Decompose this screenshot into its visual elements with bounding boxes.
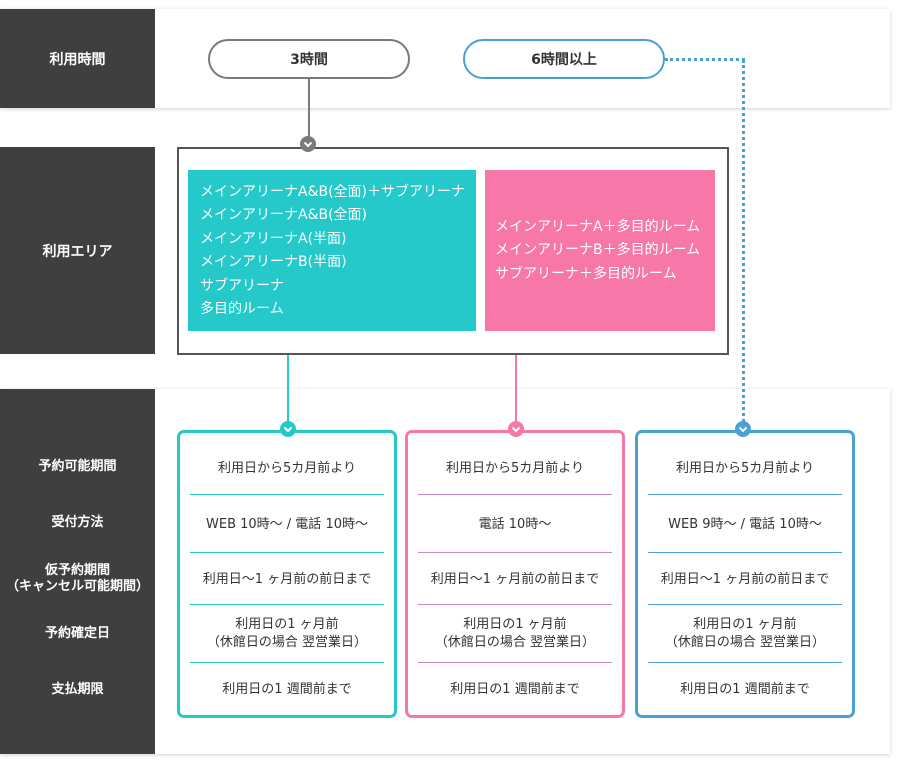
- column-pink: 利用日から5カ月前より 電話 10時～ 利用日～1 ヶ月前の前日まで 利用日の1…: [405, 430, 625, 718]
- area-item: メインアリーナA(半面): [200, 230, 347, 247]
- cell-payment-deadline: 利用日の1 週間前まで: [680, 682, 810, 697]
- area-item: メインアリーナB(半面): [200, 254, 347, 271]
- connector-six-hours-vertical: [742, 60, 745, 422]
- connector-pink: [515, 331, 517, 421]
- cell-reservation-period: 利用日から5カ月前より: [675, 461, 814, 476]
- cell-confirmation-date: 利用日の1 ヶ月前 （休館日の場合 翌営業日）: [664, 617, 826, 650]
- column-blue: 利用日から5カ月前より WEB 9時～ / 電話 10時～ 利用日～1 ヶ月前の…: [635, 430, 855, 718]
- cell-reservation-period: 利用日から5カ月前より: [445, 461, 584, 476]
- six-hours-plus-option: 6時間以上: [463, 39, 665, 79]
- cell-application-method: WEB 10時～ / 電話 10時～: [206, 517, 368, 532]
- area-item: メインアリーナB＋多目的ルーム: [495, 242, 701, 259]
- cell-confirmation-date: 利用日の1 ヶ月前 （休館日の場合 翌営業日）: [206, 617, 368, 650]
- three-hours-option: 3時間: [208, 39, 410, 79]
- cell-application-method: WEB 9時～ / 電話 10時～: [668, 517, 822, 532]
- area-section-label: 利用エリア: [0, 147, 155, 354]
- separator: [648, 494, 842, 495]
- cell-tentative-period: 利用日～1 ヶ月前の前日まで: [202, 572, 372, 587]
- row-label-confirmation-date: 予約確定日: [44, 626, 110, 641]
- area-item: サブアリーナ＋多目的ルーム: [495, 265, 677, 282]
- separator: [190, 494, 384, 495]
- row-label-application-method: 受付方法: [51, 515, 104, 530]
- area-item: サブアリーナ: [200, 277, 284, 294]
- connector-teal: [287, 331, 289, 421]
- area-group-teal: メインアリーナA&B(全面)＋サブアリーナ メインアリーナA&B(全面) メイン…: [188, 170, 476, 331]
- separator: [648, 552, 842, 553]
- chevron-down-icon: [735, 421, 751, 437]
- area-group-pink: メインアリーナA＋多目的ルーム メインアリーナB＋多目的ルーム サブアリーナ＋多…: [485, 170, 715, 331]
- row-label-payment-deadline: 支払期限: [51, 682, 104, 697]
- separator: [648, 604, 842, 605]
- cell-confirmation-date: 利用日の1 ヶ月前 （休館日の場合 翌営業日）: [434, 617, 596, 650]
- chevron-down-icon: [300, 136, 316, 152]
- separator: [418, 662, 612, 663]
- separator: [190, 662, 384, 663]
- cell-tentative-period: 利用日～1 ヶ月前の前日まで: [430, 572, 600, 587]
- row-label-tentative-period: 仮予約期間 （キャンセル可能期間）: [5, 563, 149, 594]
- connector-three-hours: [308, 79, 310, 139]
- area-item: 多目的ルーム: [200, 301, 284, 318]
- time-section-label: 利用時間: [0, 9, 155, 108]
- cell-tentative-period: 利用日～1 ヶ月前の前日まで: [660, 572, 830, 587]
- separator: [190, 552, 384, 553]
- chevron-down-icon: [508, 421, 524, 437]
- cell-payment-deadline: 利用日の1 週間前まで: [450, 682, 580, 697]
- cell-reservation-period: 利用日から5カ月前より: [217, 461, 356, 476]
- separator: [190, 604, 384, 605]
- separator: [648, 662, 842, 663]
- area-item: メインアリーナA&B(全面): [200, 207, 368, 224]
- area-item: メインアリーナA＋多目的ルーム: [495, 219, 701, 235]
- area-item: メインアリーナA&B(全面)＋サブアリーナ: [200, 184, 466, 200]
- row-label-reservation-period: 予約可能期間: [38, 459, 117, 474]
- separator: [418, 494, 612, 495]
- separator: [418, 552, 612, 553]
- cell-payment-deadline: 利用日の1 週間前まで: [222, 682, 352, 697]
- column-teal: 利用日から5カ月前より WEB 10時～ / 電話 10時～ 利用日～1 ヶ月前…: [177, 430, 397, 718]
- chevron-down-icon: [280, 421, 296, 437]
- cell-application-method: 電話 10時～: [478, 517, 552, 532]
- connector-six-hours-horizontal: [665, 58, 745, 61]
- details-label-column: [0, 389, 155, 754]
- separator: [418, 604, 612, 605]
